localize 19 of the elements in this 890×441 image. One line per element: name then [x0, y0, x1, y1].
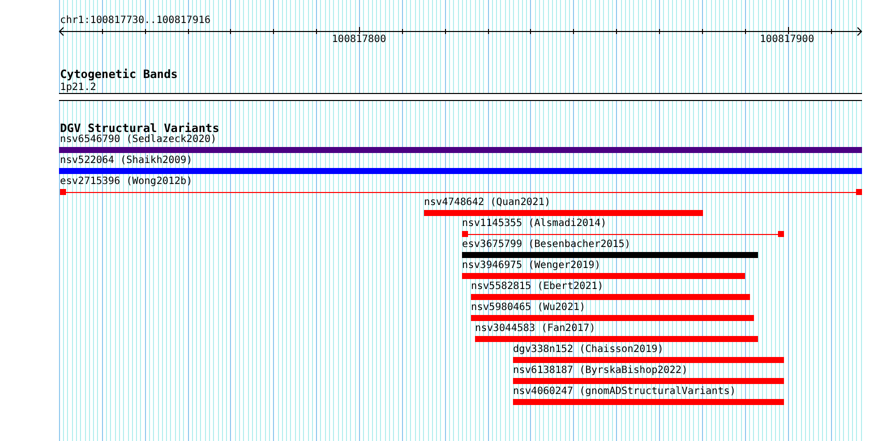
- feature-label: esv3675799 (Besenbacher2015): [462, 239, 631, 251]
- feature-label: esv2715396 (Wong2012b): [60, 176, 192, 188]
- tick-label: 100817900: [760, 34, 814, 46]
- feature-label: nsv1145355 (Alsmadi2014): [462, 218, 606, 230]
- feature-label: nsv3946975 (Wenger2019): [462, 260, 600, 272]
- track-title: Cytogenetic Bands: [60, 67, 178, 81]
- band-label: 1p21.2: [60, 82, 96, 94]
- feature-label: nsv6546790 (Sedlazeck2020): [60, 134, 217, 146]
- feature-label: nsv5980465 (Wu2021): [471, 302, 586, 314]
- track-title: DGV Structural Variants: [60, 121, 220, 135]
- tick-label: 100817800: [332, 34, 386, 46]
- ruler-label: chr1:100817730..100817916: [60, 15, 211, 27]
- feature-label: nsv5582815 (Ebert2021): [471, 281, 604, 293]
- feature-label: dgv338n152 (Chaisson2019): [513, 344, 664, 356]
- feature-label: nsv3044583 (Fan2017): [475, 323, 596, 335]
- feature-label: nsv6138187 (ByrskaBishop2022): [513, 365, 688, 377]
- feature-label: nsv4060247 (gnomADStructuralVariants): [513, 386, 736, 398]
- feature-label: nsv4748642 (Quan2021): [424, 197, 550, 209]
- feature-label: nsv522064 (Shaikh2009): [60, 155, 192, 167]
